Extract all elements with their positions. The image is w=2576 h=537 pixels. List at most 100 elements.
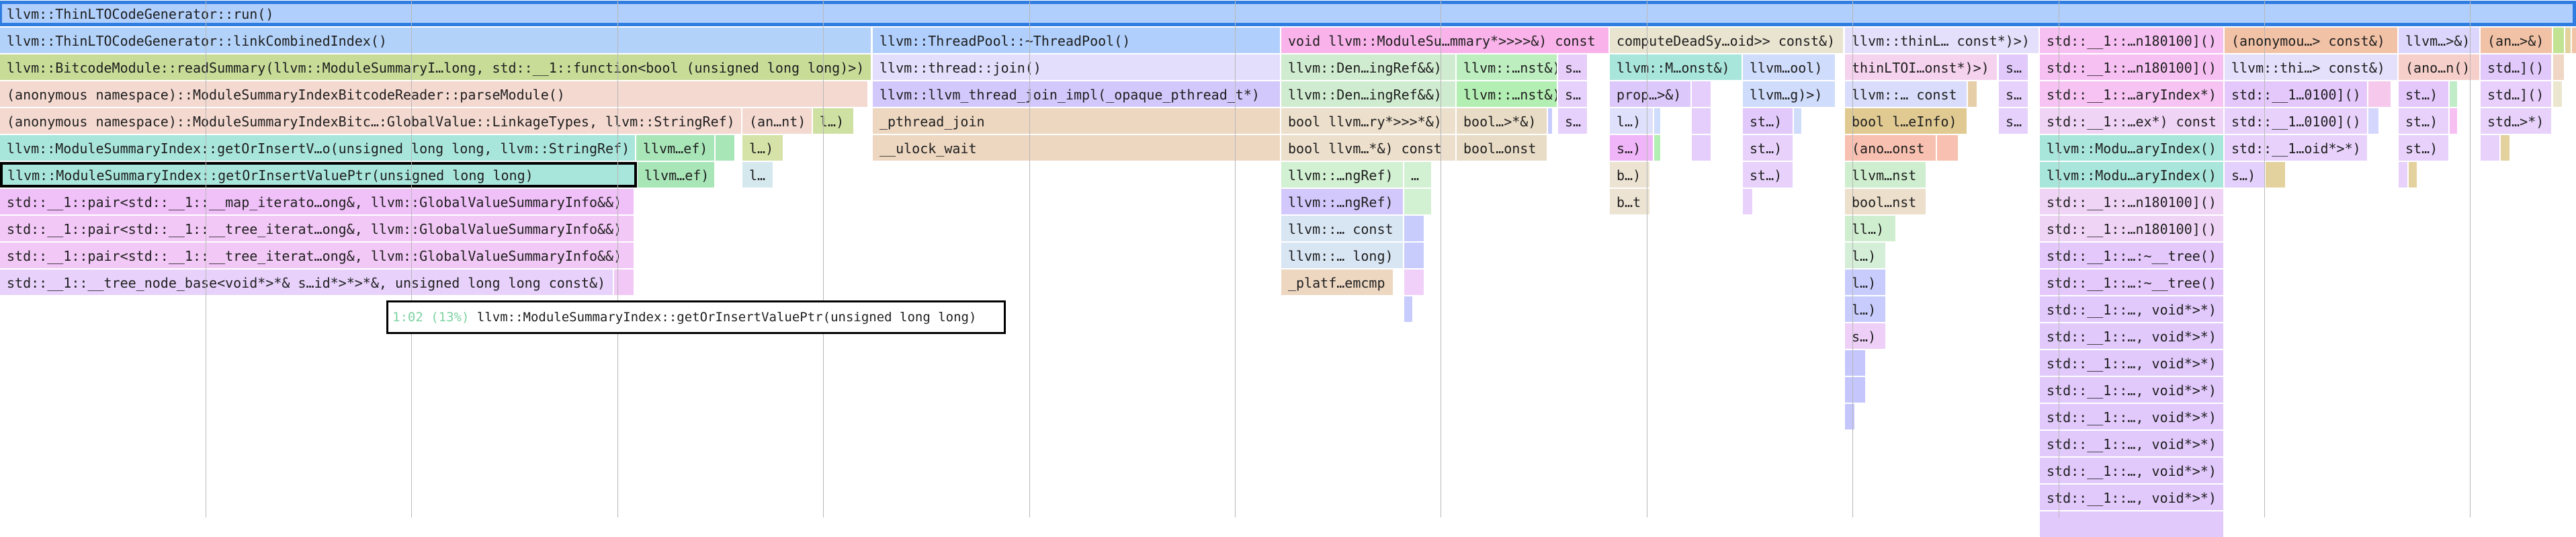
flame-frame[interactable]: std::__1::…, void*>*) [2040, 404, 2223, 429]
flame-frame[interactable]: std::__1::…n180100]() [2040, 54, 2223, 80]
flame-frame[interactable] [2450, 108, 2457, 134]
flame-frame[interactable]: llvm::Modu…aryIndex() [2040, 135, 2223, 161]
flame-frame[interactable]: std::__1::…, void*>*) [2040, 350, 2223, 376]
flame-frame[interactable]: s… [1999, 54, 2028, 80]
flame-frame[interactable]: std::__1…0100]() [2225, 81, 2367, 107]
flame-frame-selected[interactable]: llvm::ModuleSummaryIndex::getOrInsertVal… [0, 162, 637, 188]
flame-frame[interactable]: llvm…ool) [1743, 54, 1835, 80]
flame-frame[interactable]: s… [1999, 108, 2028, 134]
flame-frame[interactable]: std::__1::pair<std::__1::__map_iterato…o… [0, 189, 634, 214]
flame-frame[interactable]: (ano…n() [2399, 54, 2479, 80]
flame-frame[interactable]: l…) [1845, 243, 1885, 268]
flame-frame-root-selected[interactable]: llvm::ThinLTOCodeGenerator::run() [0, 1, 2576, 26]
flame-frame[interactable]: std::__1::__tree_node_base<void*>*& s…id… [0, 270, 613, 295]
flame-frame[interactable]: computeDeadSy…oid>> const&) [1610, 28, 1843, 53]
flame-frame[interactable] [614, 270, 634, 295]
flame-frame[interactable] [1968, 81, 1977, 107]
flame-frame[interactable] [1794, 108, 1801, 134]
flame-frame[interactable]: bool…nst [1845, 189, 1926, 214]
flame-frame[interactable]: (ano…onst [1845, 135, 1936, 161]
flame-frame[interactable]: std::__1::…, void*>*) [2040, 323, 2223, 349]
flame-frame[interactable] [1404, 216, 1424, 241]
flame-frame[interactable]: bool llvm…*&) const [1281, 135, 1455, 161]
flame-frame[interactable]: ll…) [1845, 216, 1895, 241]
flame-frame[interactable]: _pthread_join [873, 108, 1280, 134]
flame-frame[interactable]: st…) [1743, 108, 1793, 134]
flame-frame[interactable]: s… [1558, 81, 1587, 107]
flame-frame[interactable]: std…]() [2481, 81, 2551, 107]
flame-frame[interactable]: llvm::BitcodeModule::readSummary(llvm::M… [0, 54, 871, 80]
flame-frame[interactable] [1548, 108, 1552, 134]
flame-frame[interactable]: st…) [2399, 108, 2448, 134]
flame-frame[interactable]: llvm::… long) [1281, 243, 1403, 268]
flame-frame[interactable]: llvm::ModuleSummaryIndex::getOrInsertV…o… [0, 135, 635, 161]
flame-frame[interactable]: (anonymous namespace)::ModuleSummaryInde… [0, 108, 741, 134]
flame-frame[interactable]: l…) [1610, 108, 1653, 134]
flame-frame[interactable]: std::__1…oid*>*) [2225, 135, 2367, 161]
flame-frame[interactable]: llvm::Den…ingRef&&) [1281, 54, 1455, 80]
flame-frame[interactable]: s…) [1610, 135, 1653, 161]
flame-frame[interactable]: st…) [2399, 135, 2448, 161]
flame-frame[interactable]: llvm::…ngRef) [1281, 189, 1403, 214]
flame-frame[interactable] [2266, 162, 2285, 188]
flame-frame[interactable] [2368, 108, 2378, 134]
flame-frame[interactable]: llvm…>&) [2399, 28, 2479, 53]
flame-frame[interactable]: llvm…ef) [636, 135, 714, 161]
flame-frame[interactable]: llvm::Den…ingRef&&) [1281, 81, 1455, 107]
flame-frame[interactable]: llvm::ThreadPool::~ThreadPool() [873, 28, 1280, 53]
flame-frame[interactable]: llvm::thinL… const*)>) [1845, 28, 2038, 53]
flame-frame[interactable]: (an…>&) [2481, 28, 2552, 53]
flame-frame[interactable] [2501, 135, 2509, 161]
flame-frame[interactable]: std::__1…0100]() [2225, 108, 2367, 134]
flame-frame[interactable]: _platf…emcmp [1281, 270, 1393, 295]
flame-frame[interactable]: l…) [742, 135, 783, 161]
flame-frame[interactable]: s… [1558, 108, 1587, 134]
flame-frame[interactable]: l…) [813, 108, 853, 134]
flame-frame[interactable]: … [1404, 162, 1431, 188]
flame-frame[interactable] [2553, 81, 2562, 107]
flame-frame[interactable]: std::__1::pair<std::__1::__tree_iterat…o… [0, 216, 634, 241]
flame-frame[interactable] [1404, 243, 1424, 268]
flame-frame[interactable]: std…]() [2481, 54, 2551, 80]
flame-frame[interactable]: void llvm::ModuleSu…mmary*>>>>&) const [1281, 28, 1608, 53]
flame-frame[interactable]: prop…>&) [1610, 81, 1690, 107]
flame-frame[interactable]: llvm…g)>) [1743, 81, 1835, 107]
flame-frame[interactable] [2040, 511, 2223, 537]
flame-frame[interactable]: s… [1999, 81, 2028, 107]
flame-frame[interactable]: st…) [1743, 162, 1793, 188]
flame-frame[interactable] [1654, 135, 1660, 161]
flame-frame[interactable]: l… [742, 162, 773, 188]
flame-frame[interactable]: llvm::… const [1845, 81, 1967, 107]
flame-frame[interactable]: std::__1::…n180100]() [2040, 216, 2223, 241]
flame-frame[interactable] [1845, 350, 1865, 376]
flame-frame[interactable] [1845, 404, 1854, 429]
flame-frame[interactable] [1743, 189, 1752, 214]
flame-frame[interactable] [1404, 296, 1412, 322]
flame-frame[interactable]: std::__1::…ex*) const [2040, 108, 2223, 134]
flame-frame[interactable]: llvm::…nst&) [1457, 81, 1557, 107]
flame-frame[interactable]: s…) [2225, 162, 2264, 188]
flame-frame[interactable] [2553, 28, 2564, 53]
flame-frame[interactable]: (anonymous namespace)::ModuleSummaryInde… [0, 81, 867, 107]
flame-frame[interactable]: bool…onst [1457, 135, 1547, 161]
flame-frame[interactable] [2450, 81, 2457, 107]
flame-frame[interactable]: llvm::…ngRef) [1281, 162, 1403, 188]
flame-frame[interactable] [2399, 162, 2407, 188]
flame-frame[interactable]: std::__1::pair<std::__1::__tree_iterat…o… [0, 243, 634, 268]
flame-frame[interactable]: llvm::Modu…aryIndex() [2040, 162, 2223, 188]
flame-frame[interactable] [2409, 162, 2417, 188]
flame-frame[interactable]: llvm…nst [1845, 162, 1926, 188]
flame-frame[interactable]: std::__1::…n180100]() [2040, 28, 2223, 53]
flame-frame[interactable]: std::__1::…:~__tree() [2040, 243, 2223, 268]
flame-frame[interactable] [1654, 108, 1660, 134]
flame-frame[interactable]: std::__1::…aryIndex*) [2040, 81, 2223, 107]
flame-frame[interactable] [1692, 108, 1711, 134]
flame-frame[interactable]: (anonymou…> const&) [2225, 28, 2397, 53]
flame-frame[interactable] [1404, 189, 1431, 214]
flame-frame[interactable]: st…) [2399, 81, 2448, 107]
flame-frame[interactable] [2368, 81, 2391, 107]
flame-frame[interactable]: llvm::thread::join() [873, 54, 1280, 80]
flame-frame[interactable]: std::__1::…n180100]() [2040, 189, 2223, 214]
flame-frame[interactable] [2553, 54, 2564, 80]
